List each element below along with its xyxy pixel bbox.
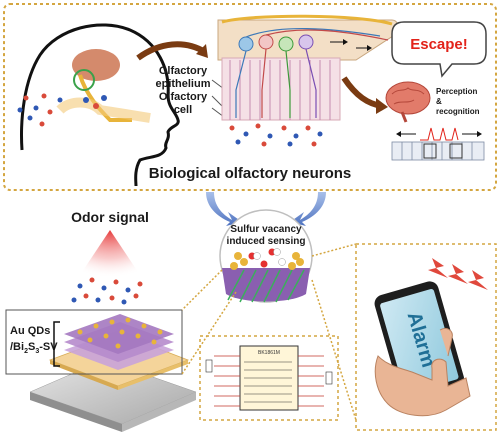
- sensor-device-illustration: [29, 314, 197, 432]
- perception-label-3: recognition: [436, 107, 480, 116]
- chip-label: BK1861M: [258, 350, 280, 356]
- olfactory-epithelium-illustration: [217, 14, 399, 121]
- blue-arrow-right: [290, 192, 326, 226]
- escape-bubble: Escape!: [391, 21, 487, 78]
- label-olfactory-cell-2: cell: [174, 104, 192, 116]
- connector-lines: [181, 243, 357, 421]
- circuit-schematic: BK1861M: [199, 335, 339, 421]
- perception-label-2: &: [436, 97, 442, 106]
- material-label-1: Au QDs: [10, 325, 50, 337]
- human-head-illustration: [20, 23, 180, 187]
- top-panel-border: [3, 3, 497, 191]
- glomeruli: [238, 34, 314, 52]
- gas-molecules: [248, 248, 286, 268]
- nanosheet-layers: [64, 314, 174, 370]
- odor-molecules-epithelium: [229, 123, 323, 147]
- blue-arrow-left: [206, 192, 242, 226]
- sensing-label-1: Sulfur vacancy: [230, 224, 302, 235]
- top-panel-title: Biological olfactory neurons: [149, 165, 352, 182]
- neural-signal-illustration: [391, 127, 485, 161]
- odor-signal-label: Odor signal: [71, 209, 149, 225]
- head-brain-icon: [72, 49, 120, 81]
- sensing-label-2: induced sensing: [227, 236, 306, 247]
- odor-molecules-bottom: [71, 277, 143, 305]
- odor-molecules-top: [17, 93, 63, 127]
- perception-label-1: Perception: [436, 87, 477, 96]
- label-olfactory-cell-1: Olfactory: [159, 91, 208, 103]
- label-olfactory-epithelium-2: epithelium: [155, 78, 210, 90]
- odor-signal-beam: [70, 230, 150, 290]
- alarm-signal-icons: [428, 258, 488, 290]
- phone-panel-border: [355, 243, 497, 431]
- escape-text: Escape!: [410, 36, 468, 53]
- label-olfactory-epithelium-1: Olfactory: [159, 65, 208, 77]
- smartphone-icon: Alarm: [374, 281, 471, 417]
- material-label-box: [5, 309, 183, 375]
- material-label-2: /Bi2S3-SV: [10, 341, 58, 355]
- head-to-epithelium-arrow: [136, 41, 207, 61]
- sulfur-vacancy-circle: Sulfur vacancy induced sensing: [219, 209, 313, 303]
- olfactory-bulb-highlight: [73, 69, 95, 91]
- brain-icon: [385, 81, 431, 123]
